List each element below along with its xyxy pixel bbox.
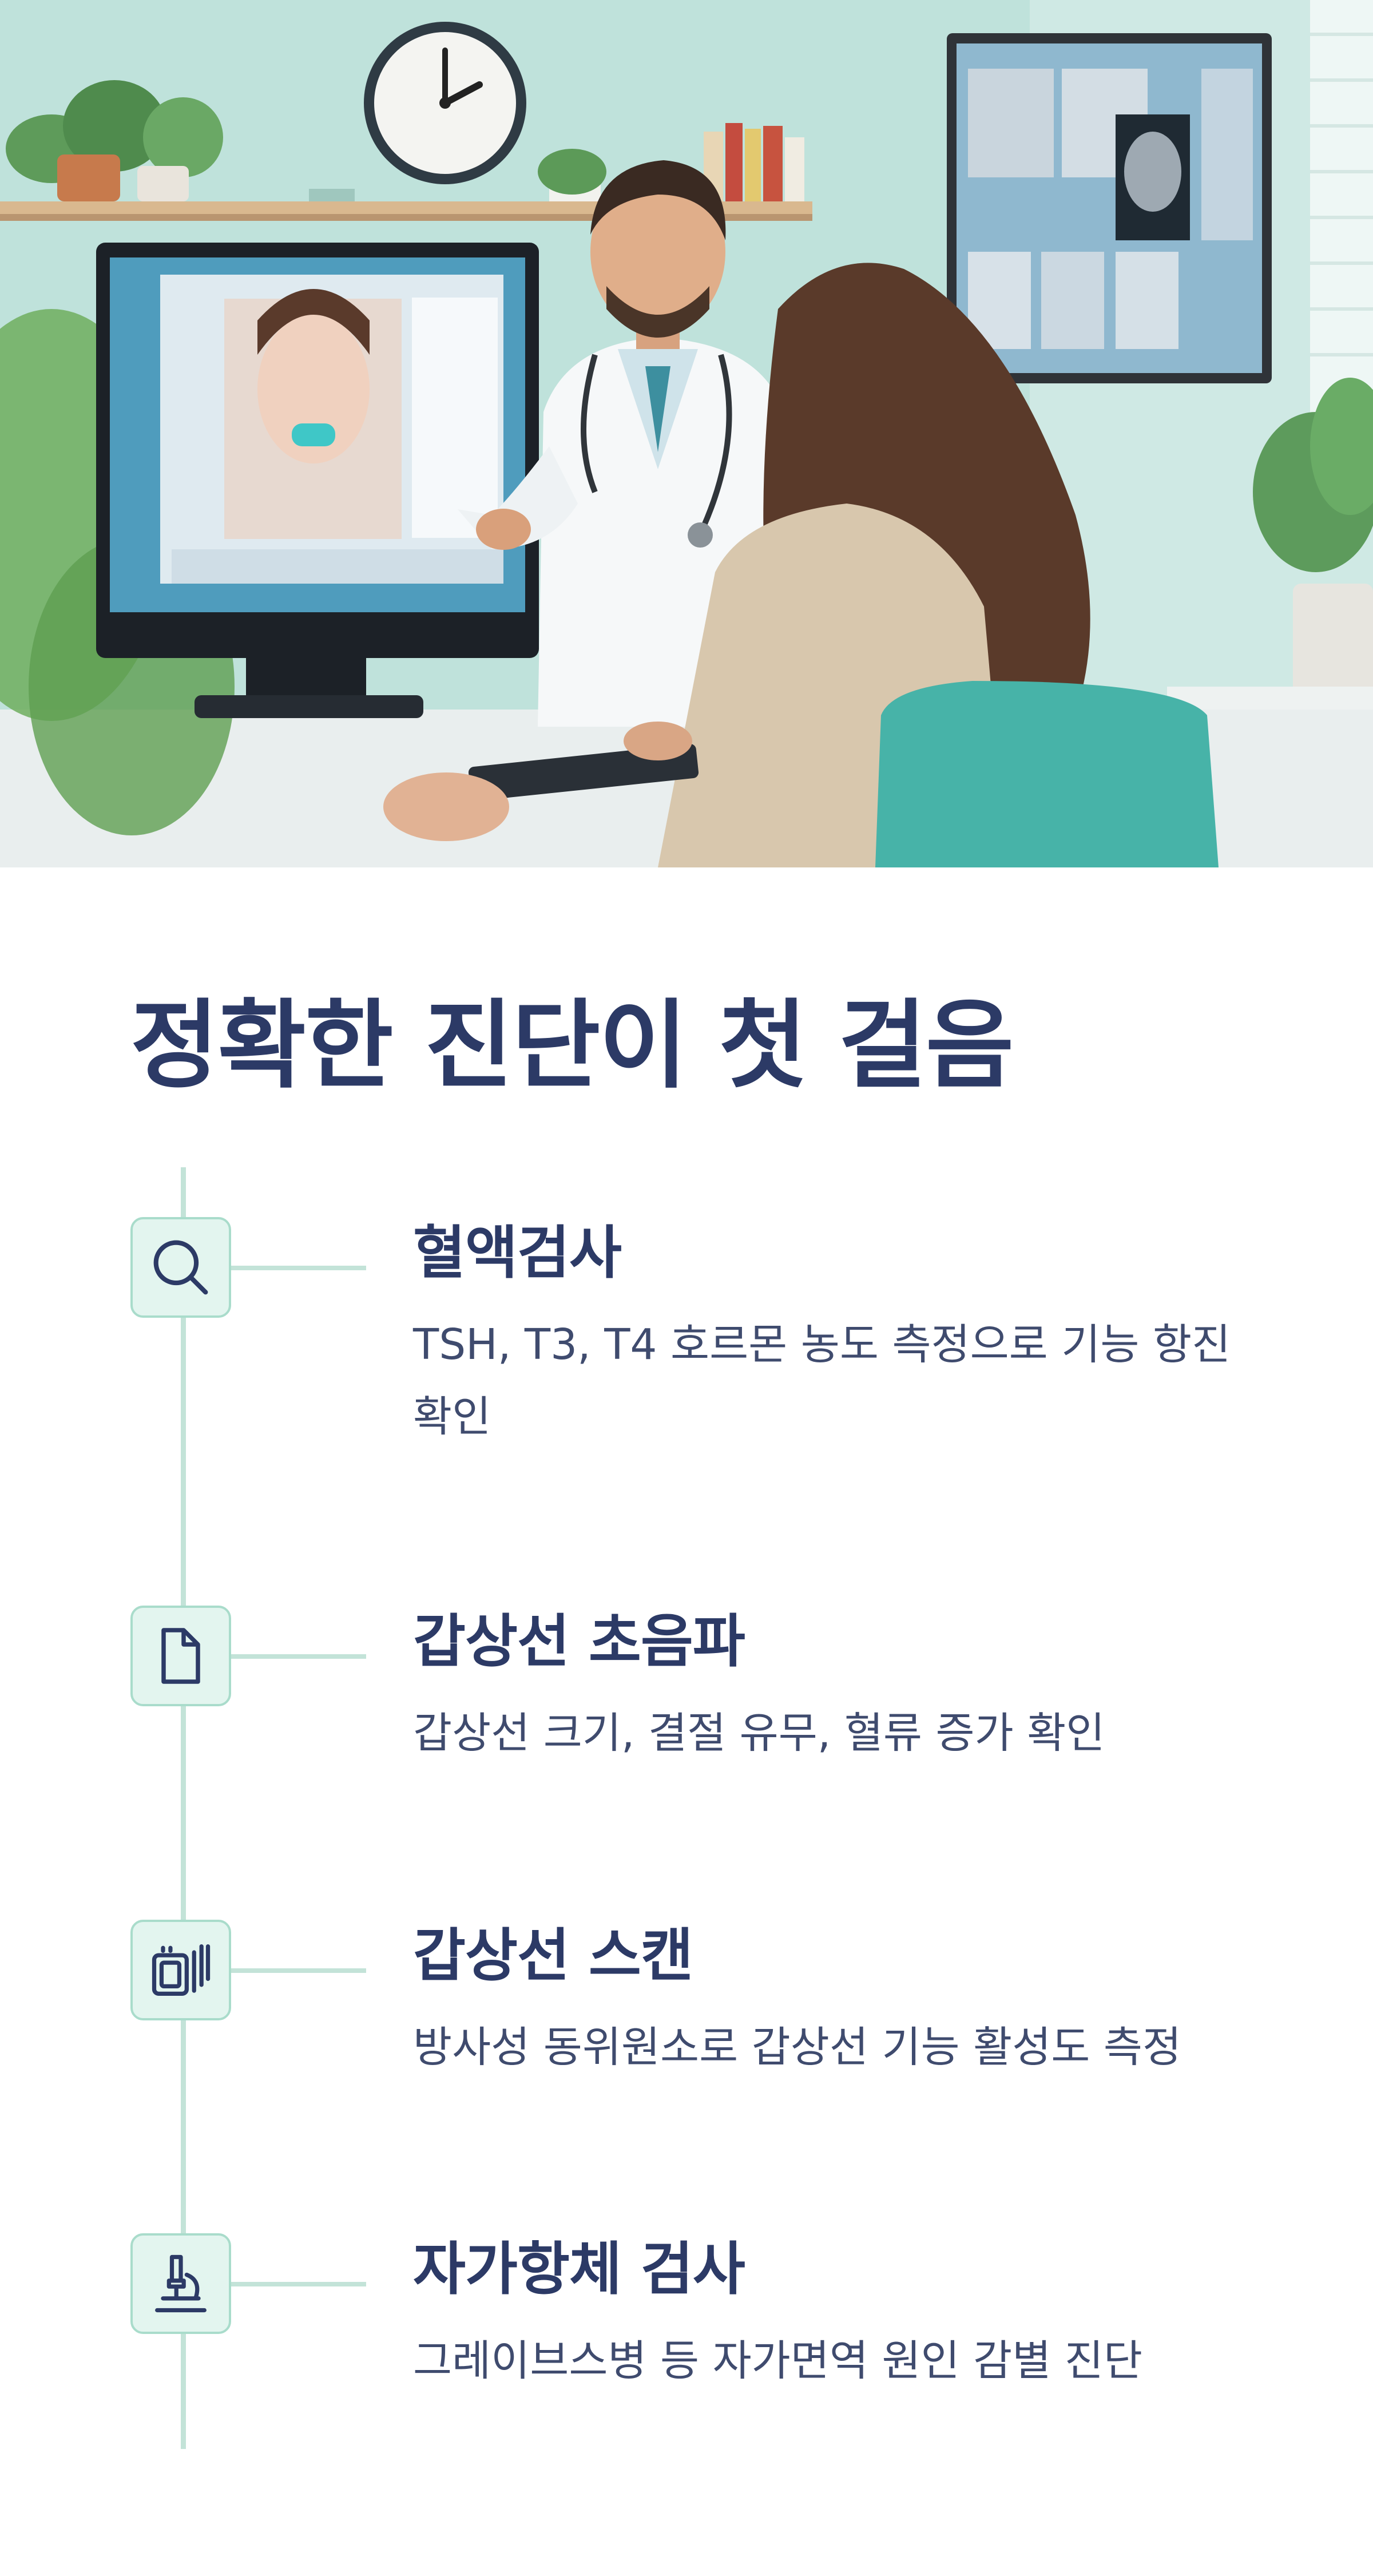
step-title: 갑상선 스캔 [413, 1922, 693, 1989]
timeline-connector [231, 1968, 366, 1973]
page-title: 정확한 진단이 첫 걸음 [130, 989, 1014, 1101]
timeline-line [181, 1167, 186, 2449]
step-title: 갑상선 초음파 [413, 1608, 745, 1675]
step-title: 혈액검사 [413, 1219, 622, 1286]
hero-image [0, 0, 1373, 867]
microscope-icon [130, 2233, 231, 2334]
timeline-connector [231, 2282, 366, 2286]
timeline-connector [231, 1266, 366, 1270]
timeline-connector [231, 1654, 366, 1659]
step-description: TSH, T3, T4 호르몬 농도 측정으로 기능 항진 확인 [413, 1320, 1231, 1441]
step-title: 자가항체 검사 [413, 2236, 745, 2302]
document-icon [130, 1606, 231, 1706]
step-description: 그레이브스병 등 자가면역 원인 감별 진단 [413, 2336, 1142, 2385]
search-icon [130, 1217, 231, 1318]
step-description: 갑상선 크기, 결절 유무, 혈류 증가 확인 [413, 1709, 1105, 1758]
scan-icon [130, 1920, 231, 2020]
step-description: 방사성 동위원소로 갑상선 기능 활성도 측정 [413, 2023, 1182, 2072]
